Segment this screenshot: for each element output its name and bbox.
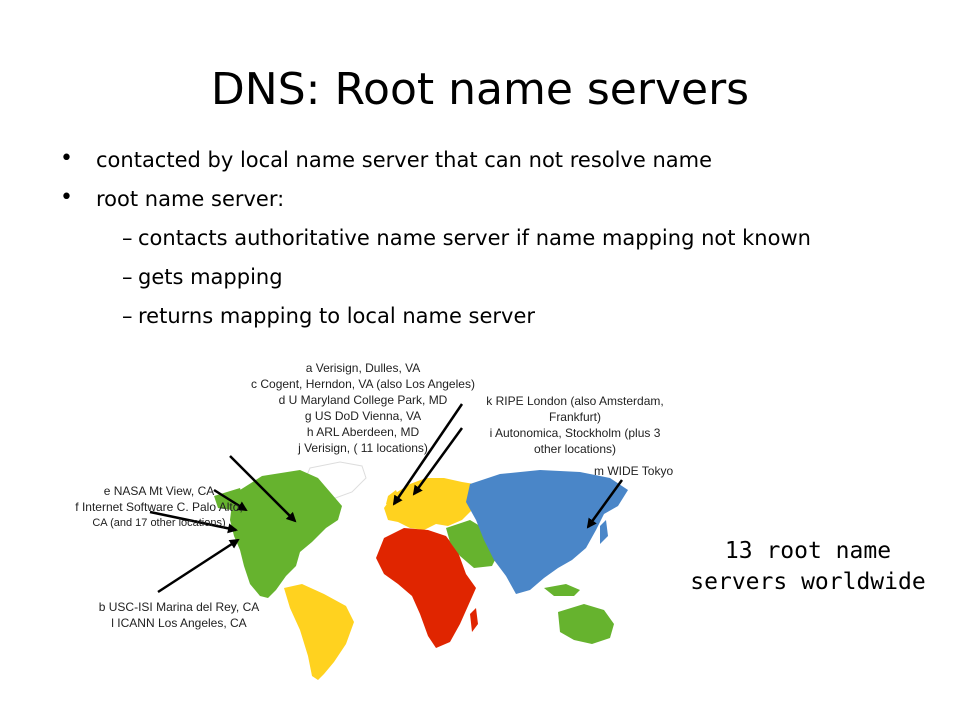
label-tokyo: m WIDE Tokyo <box>594 464 674 478</box>
dash-icon: – <box>122 304 133 328</box>
asia-shape <box>466 470 628 594</box>
arrow-west-e <box>213 488 248 512</box>
madagascar-shape <box>470 608 478 632</box>
bullet-dot-icon: • <box>60 185 73 210</box>
arrow-west-f <box>149 510 238 534</box>
south-america-shape <box>284 584 354 680</box>
arrow-us-east <box>229 455 297 523</box>
arrow-europe-k <box>392 403 464 506</box>
label-europe: k RIPE London (also Amsterdam, Frankfurt… <box>486 394 664 456</box>
arrow-tokyo <box>586 479 624 529</box>
north-america-shape <box>230 470 342 598</box>
japan-shape <box>600 520 608 544</box>
indonesia-shape <box>544 584 580 596</box>
bullet-text: contacted by local name server that can … <box>96 148 713 172</box>
bullet-dot-icon: • <box>60 146 73 171</box>
sub-bullet-text: gets mapping <box>138 265 283 289</box>
arrow-europe-i <box>412 427 464 496</box>
sub-bullet-text: returns mapping to local name server <box>138 304 536 328</box>
europe-shape <box>384 478 480 530</box>
australia-shape <box>558 604 614 644</box>
root-server-count: 13 root name servers worldwide <box>690 538 926 595</box>
label-west: e NASA Mt View, CA f Internet Software C… <box>75 484 243 529</box>
dash-icon: – <box>122 265 133 289</box>
dash-icon: – <box>122 226 133 250</box>
label-us-east: a Verisign, Dulles, VA c Cogent, Herndon… <box>251 361 475 455</box>
arrow-la <box>157 538 240 594</box>
africa-shape <box>376 528 476 648</box>
sub-bullet-text: contacts authoritative name server if na… <box>138 226 811 250</box>
bullet-text: root name server: <box>96 187 285 211</box>
label-la: b USC-ISI Marina del Rey, CA l ICANN Los… <box>98 600 260 630</box>
slide-title: DNS: Root name servers <box>210 64 750 115</box>
